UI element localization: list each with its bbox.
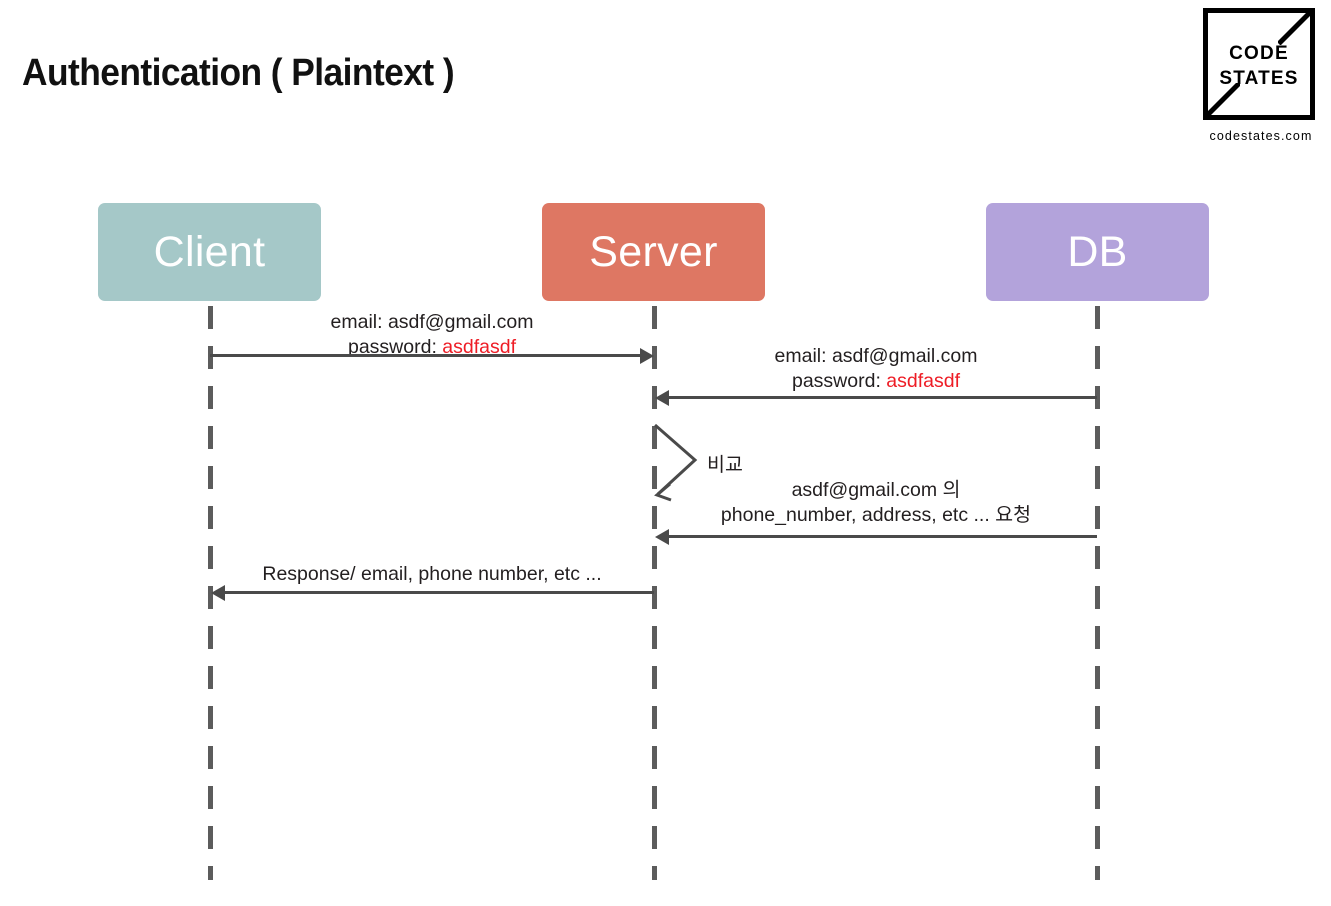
lifeline-server [652, 306, 657, 880]
actor-label-client: Client [153, 227, 266, 276]
message-4-label: Response/ email, phone number, etc ... [212, 562, 652, 587]
message-1-arrow-line [210, 354, 642, 357]
logo-corner-diagonal-top-right-icon [1278, 11, 1312, 45]
codestates-logo: CODE STATES codestates.com [1203, 8, 1319, 143]
message-1-line2: password: asdfasdf [212, 335, 652, 360]
message-3-line1: asdf@gmail.com 의 [791, 479, 961, 501]
message-2-line2: password: asdfasdf [656, 369, 1096, 394]
message-3-arrowhead-left-icon [655, 529, 669, 545]
message-2-label: email: asdf@gmail.com password: asdfasdf [656, 344, 1096, 394]
message-1-password-value: asdfasdf [442, 336, 516, 358]
message-3-label: asdf@gmail.com 의 phone_number, address, … [656, 478, 1096, 528]
message-1-line1: email: asdf@gmail.com [330, 311, 534, 333]
message-4-arrowhead-left-icon [211, 585, 225, 601]
logo-url-text: codestates.com [1209, 129, 1313, 143]
message-2-arrowhead-left-icon [655, 390, 669, 406]
actor-box-server[interactable]: Server [542, 203, 765, 301]
actor-label-db: DB [1067, 227, 1128, 276]
logo-square-frame: CODE STATES [1203, 8, 1315, 120]
message-3-arrow-line [668, 535, 1097, 538]
actor-box-db[interactable]: DB [986, 203, 1209, 301]
message-1-label: email: asdf@gmail.com password: asdfasdf [212, 310, 652, 360]
message-2-line2-prefix: password: [791, 370, 887, 392]
logo-word-states: STATES [1219, 68, 1299, 89]
message-1-line2-prefix: password: [347, 336, 443, 358]
actor-box-client[interactable]: Client [98, 203, 321, 301]
self-message-loop-server [654, 423, 698, 502]
actor-label-server: Server [589, 227, 718, 276]
page-title: Authentication ( Plaintext ) [22, 52, 455, 94]
logo-word-code: CODE [1229, 43, 1289, 64]
message-2-password-value: asdfasdf [886, 370, 960, 392]
message-4-line1: Response/ email, phone number, etc ... [262, 563, 602, 585]
message-2-arrow-line [668, 396, 1097, 399]
message-1-arrowhead-right-icon [640, 348, 654, 364]
message-4-arrow-line [224, 591, 654, 594]
message-3-line2: phone_number, address, etc ... 요청 [720, 504, 1032, 526]
lifeline-client [208, 306, 213, 880]
self-message-label: 비교 [707, 454, 743, 476]
lifeline-db [1095, 306, 1100, 880]
message-2-line1: email: asdf@gmail.com [774, 345, 978, 367]
